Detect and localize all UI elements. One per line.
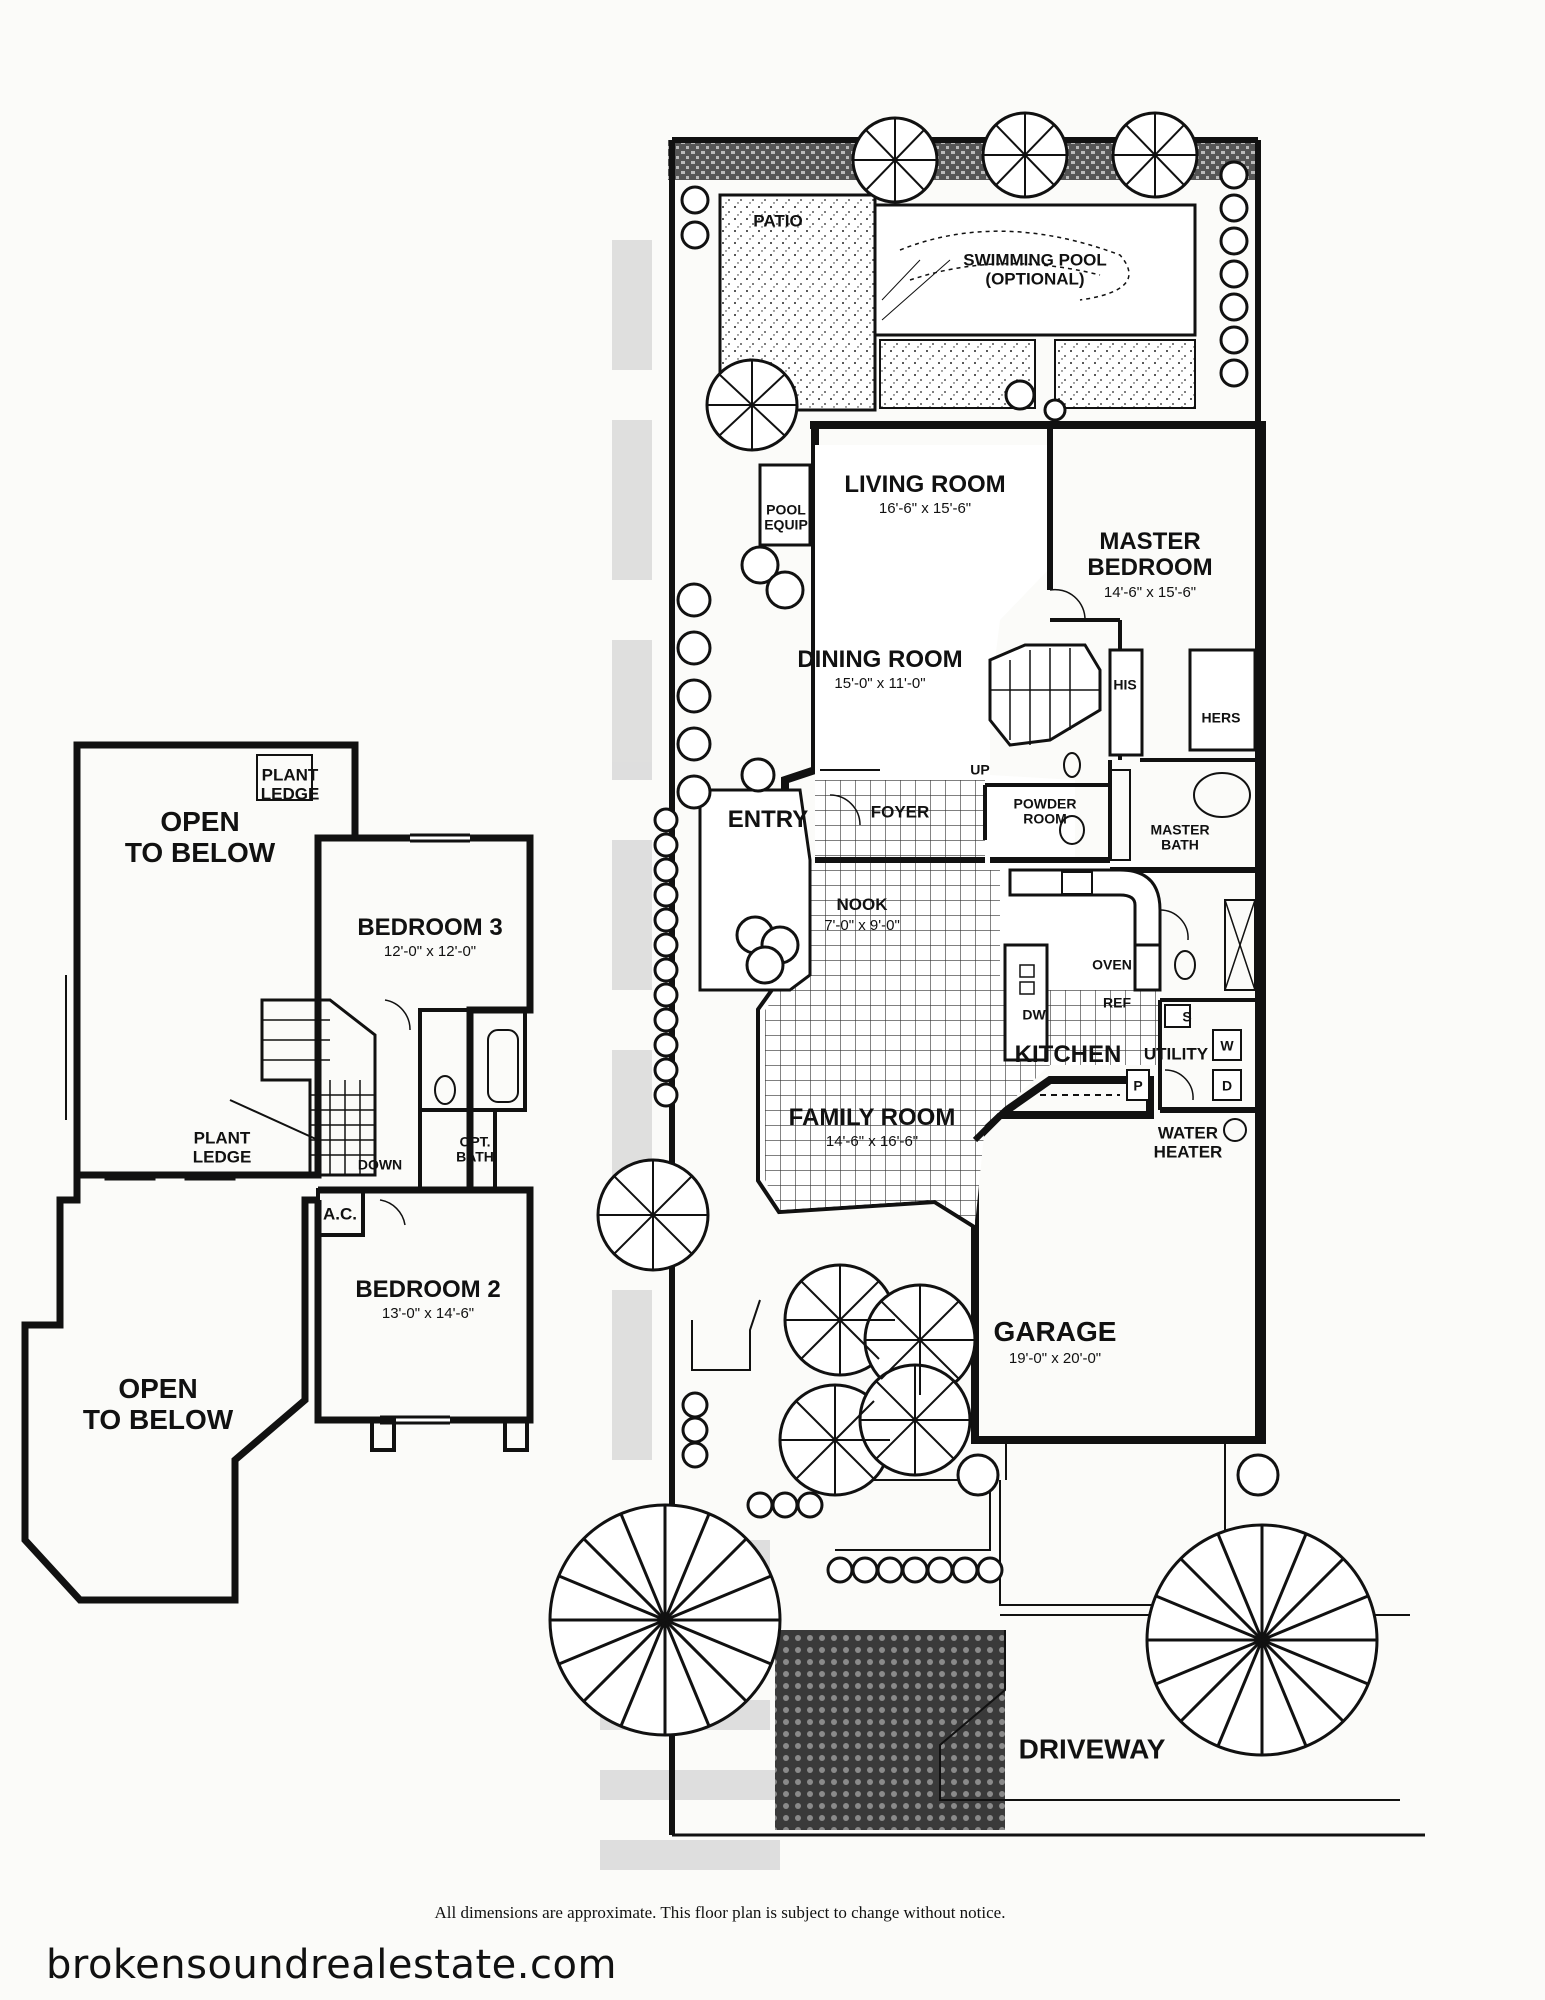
- powder-room-label: POWDER ROOM: [1013, 795, 1077, 828]
- room-name: WATER HEATER: [1153, 1123, 1223, 1161]
- bedroom-3-label: BEDROOM 3 12'-0" x 12'-0": [357, 914, 503, 961]
- hers-label: HERS: [1202, 710, 1241, 725]
- room-name: DINING ROOM: [797, 646, 963, 674]
- up-label: UP: [970, 762, 989, 777]
- room-name: BEDROOM 3: [357, 914, 503, 942]
- room-dims: 13'-0" x 14'-6": [381, 1305, 475, 1323]
- room-name: MASTER BEDROOM: [1087, 527, 1213, 582]
- open-to-below-2-label: OPEN TO BELOW: [82, 1373, 234, 1436]
- w-label: W: [1220, 1038, 1233, 1053]
- room-name: POOL EQUIP: [764, 501, 808, 533]
- room-dims: 12'-0" x 12'-0": [383, 943, 477, 961]
- patio-label: PATIO: [753, 211, 803, 232]
- room-name: BEDROOM 2: [355, 1276, 501, 1304]
- opt-bath-label: OPT. BATH: [456, 1133, 494, 1166]
- s-label: S: [1182, 1009, 1191, 1024]
- room-name: DOWN: [357, 1156, 403, 1173]
- his-label: HIS: [1113, 677, 1136, 692]
- landscaping: [548, 111, 1379, 1757]
- upper-floor-plan: [21, 741, 534, 1604]
- room-dims: 15'-0" x 11'-0": [834, 675, 926, 693]
- room-name: PLANT LEDGE: [260, 765, 320, 803]
- room-name: UTILITY: [1143, 1044, 1209, 1064]
- master-bath-label: MASTER BATH: [1150, 821, 1210, 854]
- room-dims: 16'-6" x 15'-6": [878, 500, 972, 518]
- p-label: P: [1133, 1078, 1142, 1093]
- swimming-pool-label: SWIMMING POOL (OPTIONAL): [963, 251, 1107, 288]
- entry-label: ENTRY: [727, 805, 809, 833]
- room-name: ENTRY: [727, 805, 809, 833]
- room-name: HIS: [1113, 676, 1137, 693]
- family-room-label: FAMILY ROOM 14'-6" x 16'-6": [788, 1104, 956, 1151]
- open-to-below-1-label: OPEN TO BELOW: [124, 806, 276, 869]
- room-name: HERS: [1201, 709, 1241, 726]
- room-name: NOOK: [836, 894, 888, 914]
- room-name: POWDER ROOM: [1013, 795, 1077, 827]
- room-name: SWIMMING POOL (OPTIONAL): [963, 250, 1107, 288]
- dining-room-label: DINING ROOM 15'-0" x 11'-0": [797, 646, 963, 693]
- room-name: W: [1220, 1037, 1234, 1054]
- room-name: KITCHEN: [1014, 1040, 1122, 1068]
- room-name: PLANT LEDGE: [192, 1128, 252, 1166]
- master-bedroom-label: MASTER BEDROOM 14'-6" x 15'-6": [1087, 527, 1213, 601]
- room-dims: 19'-0" x 20'-0": [1008, 1349, 1102, 1367]
- room-name: FOYER: [870, 802, 930, 822]
- room-name: D: [1221, 1077, 1233, 1094]
- room-name: OPT. BATH: [456, 1133, 494, 1165]
- room-name: GARAGE: [993, 1315, 1117, 1347]
- room-name: PATIO: [753, 211, 803, 231]
- room-name: DW: [1022, 1006, 1046, 1023]
- dw-label: DW: [1022, 1007, 1045, 1022]
- room-dims: 7'-0" x 9'-0": [824, 916, 900, 934]
- driveway-label: DRIVEWAY: [1018, 1733, 1166, 1766]
- d-label: D: [1222, 1078, 1232, 1093]
- room-name: LIVING ROOM: [844, 471, 1006, 499]
- oven-label: OVEN: [1092, 957, 1132, 972]
- living-room-label: LIVING ROOM 16'-6" x 15'-6": [844, 471, 1006, 518]
- nook-label: NOOK 7'-0" x 9'-0": [824, 894, 900, 934]
- ac-label: A.C.: [323, 1204, 357, 1225]
- room-name: P: [1133, 1077, 1143, 1094]
- room-name: OVEN: [1092, 956, 1132, 973]
- utility-label: UTILITY: [1143, 1044, 1209, 1065]
- plant-ledge-1-label: PLANT LEDGE: [261, 766, 320, 803]
- kitchen-label: KITCHEN: [1014, 1040, 1122, 1068]
- room-name: S: [1182, 1008, 1192, 1025]
- down-label: DOWN: [358, 1157, 402, 1172]
- room-dims: 14'-6" x 15'-6": [1103, 583, 1197, 601]
- water-heater-label: WATER HEATER: [1154, 1124, 1223, 1161]
- garage-label: GARAGE 19'-0" x 20'-0": [993, 1315, 1117, 1367]
- room-name: MASTER BATH: [1150, 821, 1210, 853]
- plant-ledge-2-label: PLANT LEDGE: [193, 1129, 252, 1166]
- brand-website: brokensoundrealestate.com: [46, 1942, 617, 1988]
- room-name: REF: [1103, 994, 1131, 1011]
- room-name: UP: [970, 761, 990, 778]
- room-name: A.C.: [323, 1204, 357, 1224]
- disclaimer-footnote: All dimensions are approximate. This flo…: [434, 1903, 1006, 1922]
- room-name: FAMILY ROOM: [788, 1104, 956, 1132]
- bedroom-2-label: BEDROOM 2 13'-0" x 14'-6": [355, 1276, 501, 1323]
- room-dims: 14'-6" x 16'-6": [825, 1133, 919, 1151]
- room-name: DRIVEWAY: [1018, 1733, 1166, 1765]
- pool-equip-label: POOL EQUIP: [764, 501, 808, 534]
- foyer-label: FOYER: [870, 802, 930, 823]
- room-name: OPEN TO BELOW: [124, 806, 276, 868]
- room-name: OPEN TO BELOW: [82, 1373, 234, 1435]
- ref-label: REF: [1103, 995, 1131, 1010]
